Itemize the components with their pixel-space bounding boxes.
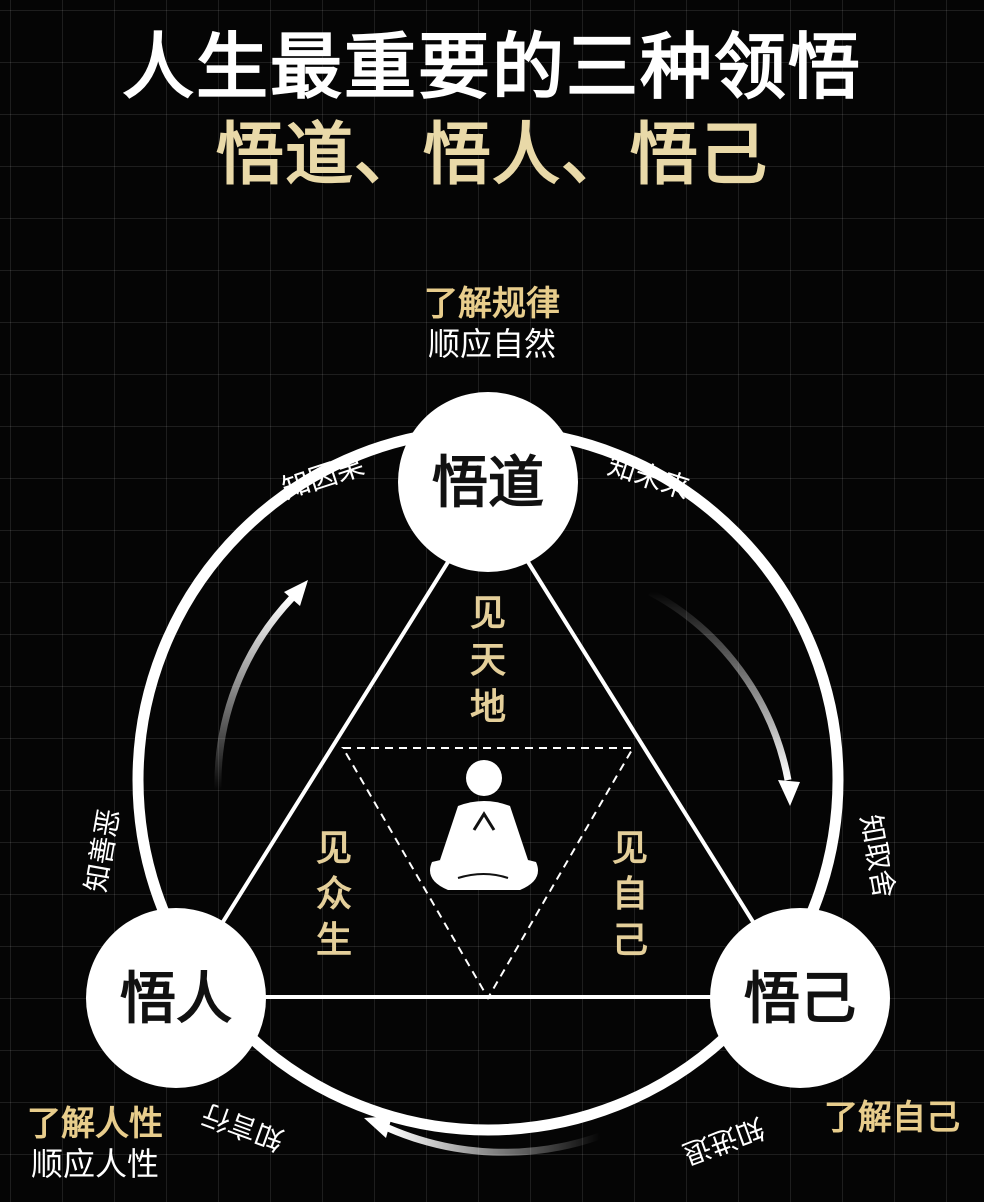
caption-left-highlight: 了解人性 (27, 1104, 163, 1144)
arrow-left-up (214, 580, 308, 791)
inner-top-char-2: 天 (470, 640, 506, 681)
inner-top-char-1: 见 (470, 593, 506, 634)
arc-label-left: 知善恶 (79, 806, 126, 894)
inner-top-char-3: 地 (470, 687, 506, 728)
node-left-label: 悟人 (120, 967, 232, 1032)
arrow-bottom-left (364, 1116, 602, 1156)
inner-right-char-1: 见 (612, 828, 648, 869)
page-title: 人生最重要的三种领悟 (121, 25, 862, 109)
arc-label-top-left: 知因果 (278, 448, 368, 505)
caption-right-highlight: 了解自己 (824, 1098, 960, 1138)
inner-right-char-3: 己 (612, 920, 648, 961)
arc-label-top-right: 知未来 (604, 448, 694, 505)
node-top: 悟道 (398, 392, 578, 572)
meditating-person-icon (430, 760, 538, 890)
inner-left-char-2: 众 (316, 874, 352, 915)
inner-right-char-2: 自 (612, 874, 648, 915)
caption-top-highlight: 了解规律 (424, 284, 560, 324)
caption-top: 了解规律 顺应自然 (342, 284, 642, 364)
node-right: 悟己 (710, 908, 890, 1088)
caption-top-text: 顺应自然 (427, 325, 556, 363)
caption-left-text: 顺应人性 (30, 1145, 159, 1183)
caption-right: 了解自己 (800, 1098, 984, 1138)
inner-left-char-3: 生 (316, 920, 352, 961)
caption-left: 了解人性 顺应人性 (0, 1104, 190, 1184)
inner-label-right: 见 自 己 (612, 828, 648, 961)
arc-label-right: 知取舍 (854, 812, 901, 900)
node-right-label: 悟己 (744, 967, 856, 1032)
arc-label-bottom-left: 知言行 (198, 1097, 288, 1157)
node-top-label: 悟道 (432, 451, 544, 516)
inner-label-left: 见 众 生 (316, 828, 352, 961)
inner-dashed-triangle (341, 747, 635, 1000)
arc-label-bottom-right: 知进退 (678, 1111, 768, 1171)
page-subtitle: 悟道、悟人、悟己 (215, 116, 768, 195)
node-left: 悟人 (86, 908, 266, 1088)
inner-left-char-1: 见 (316, 828, 352, 869)
arrow-right-down (648, 588, 800, 806)
inner-label-top: 见 天 地 (470, 593, 506, 728)
